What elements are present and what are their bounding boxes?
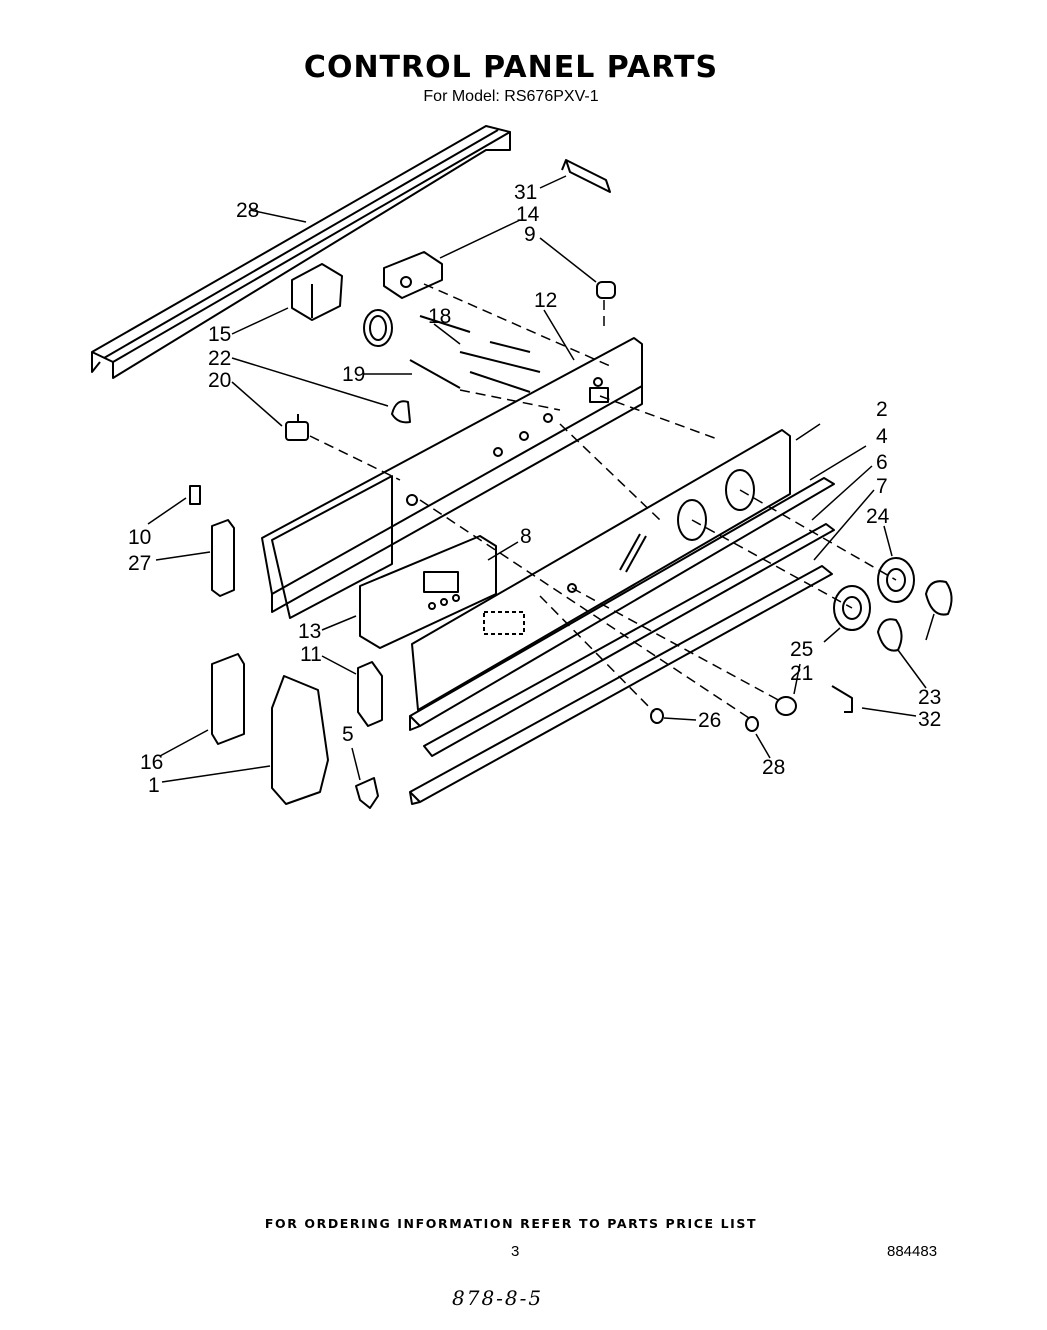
callout-2: 2 bbox=[876, 398, 888, 421]
callout-25: 23 bbox=[918, 686, 941, 709]
callout-4: 4 bbox=[876, 425, 888, 448]
part-25-knobs bbox=[877, 580, 953, 652]
part-13-control-module bbox=[359, 535, 497, 649]
callout-27: 27 bbox=[128, 552, 151, 575]
part-1-end-cap bbox=[271, 675, 329, 805]
part-23-knob-bezel bbox=[877, 557, 915, 603]
part-24-knob-bezel bbox=[833, 585, 871, 631]
callout-21: 21 bbox=[790, 662, 813, 685]
callout-7: 7 bbox=[876, 475, 888, 498]
part-21-nut bbox=[775, 696, 797, 716]
part-16-side-trim bbox=[211, 653, 245, 745]
callout-5: 5 bbox=[342, 723, 354, 746]
document-number: 884483 bbox=[887, 1243, 938, 1260]
part-27-bracket bbox=[211, 519, 235, 597]
part-11-bracket bbox=[357, 661, 383, 727]
part-31-bracket bbox=[561, 159, 611, 193]
part-28-nut bbox=[745, 716, 759, 732]
part-15-transformer bbox=[291, 263, 343, 321]
callout-28: 28 bbox=[762, 756, 785, 779]
part-10-clip bbox=[189, 485, 201, 505]
part-12-back-panel bbox=[261, 337, 643, 619]
callout-10: 10 bbox=[128, 526, 151, 549]
part-3-trim-strip bbox=[91, 125, 511, 379]
callout-14: 14 bbox=[516, 203, 540, 226]
callout-13: 13 bbox=[298, 620, 321, 643]
callout-3: 28 bbox=[236, 199, 259, 222]
part-20-switch bbox=[285, 414, 309, 441]
callout-11: 11 bbox=[300, 643, 322, 666]
callout-20: 20 bbox=[208, 369, 231, 392]
callout-12: 12 bbox=[534, 289, 557, 312]
callout-15: 15 bbox=[208, 323, 231, 346]
ring-part bbox=[363, 309, 393, 347]
page-title: CONTROL PANEL PARTS bbox=[303, 50, 719, 85]
callout-8: 8 bbox=[520, 525, 532, 548]
callout-1: 1 bbox=[148, 774, 160, 797]
callout-6: 6 bbox=[876, 451, 888, 474]
callout-22: 22 bbox=[208, 347, 231, 370]
handwritten-note: 878-8-5 bbox=[452, 1286, 544, 1310]
callout-9: 9 bbox=[524, 223, 536, 246]
page-number: 3 bbox=[511, 1243, 520, 1260]
part-19-wire-leads bbox=[409, 359, 531, 393]
callout-16: 16 bbox=[140, 751, 163, 774]
callout-18: 18 bbox=[428, 305, 451, 328]
part-14-switch bbox=[383, 251, 443, 299]
callout-23: 24 bbox=[866, 505, 890, 528]
part-32-clip bbox=[831, 685, 853, 713]
part-5-end-piece bbox=[355, 777, 379, 809]
part-6-rail bbox=[423, 523, 835, 757]
part-18-wire-leads bbox=[419, 315, 541, 373]
callout-26: 26 bbox=[698, 709, 721, 732]
model-subtitle: For Model: RS676PXV-1 bbox=[423, 88, 599, 105]
part-22-clip bbox=[391, 400, 411, 424]
part-2-console-glass bbox=[411, 429, 791, 711]
part-26-screw bbox=[650, 708, 664, 724]
callout-32: 32 bbox=[918, 708, 941, 731]
leader-lines bbox=[147, 175, 935, 783]
part-7-rail bbox=[409, 565, 833, 805]
ordering-note: FOR ORDERING INFORMATION REFER TO PARTS … bbox=[264, 1216, 758, 1231]
part-9-clip bbox=[596, 281, 616, 299]
callout-19: 19 bbox=[342, 363, 365, 386]
callout-31: 31 bbox=[514, 181, 537, 204]
assembly-lines bbox=[309, 283, 897, 721]
part-4-rail bbox=[409, 477, 835, 731]
callout-24: 25 bbox=[790, 638, 813, 661]
